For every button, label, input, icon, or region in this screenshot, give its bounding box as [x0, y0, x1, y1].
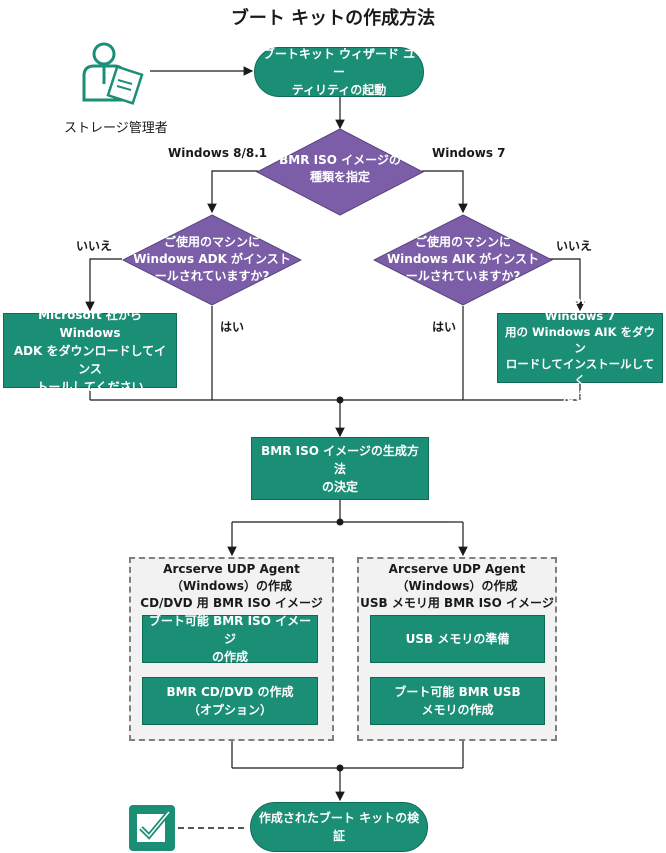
decide-method-node: BMR ISO イメージの生成方法 の決定 — [251, 437, 429, 500]
install-adk-node: Microsoft 社から Windows ADK をダウンロードしてインス ト… — [3, 308, 177, 394]
actor-label: ストレージ管理者 — [64, 121, 168, 136]
decision-image-type-label: BMR ISO イメージの 種類を指定 — [279, 153, 401, 184]
prepare-usb-node: USB メモリの準備 — [370, 615, 545, 663]
page-title: ブート キットの作成方法 — [230, 8, 436, 29]
decision-image-type — [256, 128, 424, 216]
create-usb-node: ブート可能 BMR USB メモリの作成 — [370, 677, 545, 725]
verify-node: 作成されたブート キットの検証 — [250, 802, 428, 852]
create-iso-node: ブート可能 BMR ISO イメージ の作成 — [142, 614, 318, 664]
edge-label-win7: Windows 7 — [432, 146, 506, 160]
edge-label-win8: Windows 8/8.1 — [168, 146, 268, 160]
create-cd-node: BMR CD/DVD の作成 （オプション） — [142, 677, 318, 725]
install-aik-node: Microsoft 社から Windows 7 用の Windows AIK を… — [497, 293, 663, 403]
decision-aik-label: ご使用のマシンに Windows AIK がインスト ールされていますか? — [386, 235, 540, 283]
checkbox-checked-icon — [129, 805, 175, 851]
edge-label-yes-right: はい — [432, 320, 457, 334]
user-clipboard-icon — [82, 42, 144, 105]
edge-label-no-right: いいえ — [556, 239, 593, 253]
edge-label-yes-left: はい — [220, 320, 245, 334]
decision-aik — [373, 214, 553, 306]
edge-label-no-left: いいえ — [76, 239, 113, 253]
decision-adk — [122, 214, 302, 306]
group-cd-dvd-title: Arcserve UDP Agent （Windows）の作成 CD/DVD 用… — [140, 562, 323, 610]
start-node: ブートキット ウィザード ユー ティリティの起動 — [254, 47, 424, 97]
decision-adk-label: ご使用のマシンに Windows ADK がインスト ールされていますか? — [133, 235, 291, 283]
group-usb-title: Arcserve UDP Agent （Windows）の作成 USB メモリ用… — [360, 562, 554, 610]
